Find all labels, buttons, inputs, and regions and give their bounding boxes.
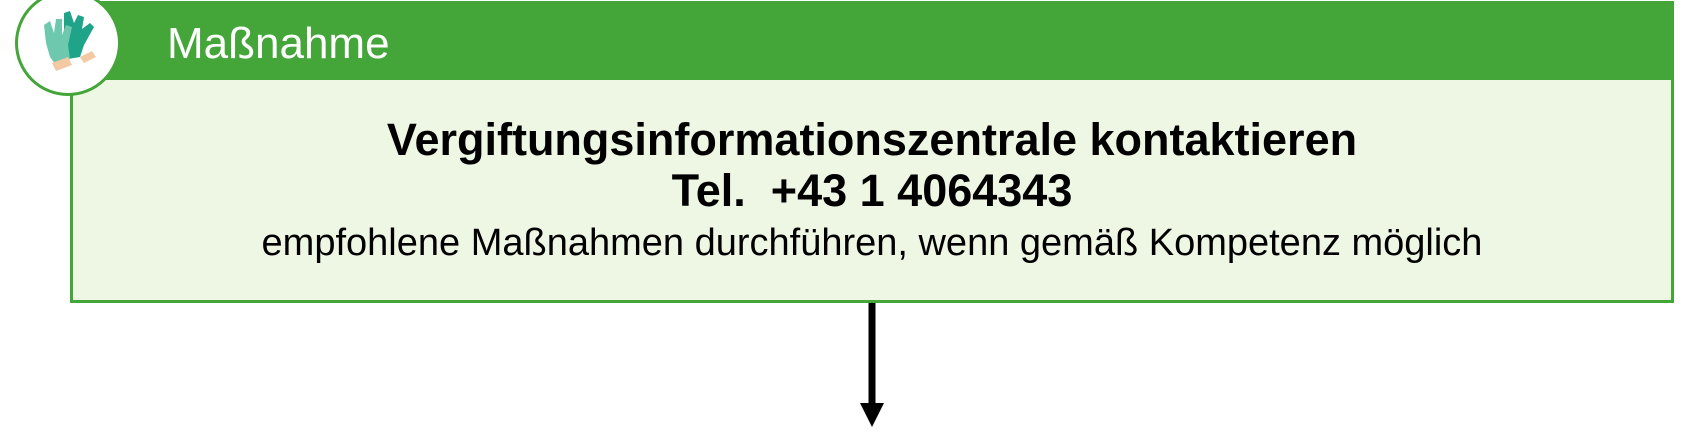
contact-instruction: Vergiftungsinformationszentrale kontakti… — [386, 114, 1358, 165]
measure-box: Maßnahme Vergiftungsinformationszentrale… — [70, 1, 1674, 303]
measure-header: Maßnahme — [73, 4, 1671, 80]
measure-title: Maßnahme — [167, 19, 390, 68]
gloves-icon — [44, 11, 96, 71]
competence-note: empfohlene Maßnahmen durchführen, wenn g… — [261, 222, 1483, 264]
measure-content: Vergiftungsinformationszentrale kontakti… — [73, 114, 1671, 268]
flow-arrow-down — [860, 303, 884, 427]
gloves-icon-badge — [15, 0, 121, 96]
phone-number: Tel. +43 1 4064343 — [671, 165, 1073, 216]
